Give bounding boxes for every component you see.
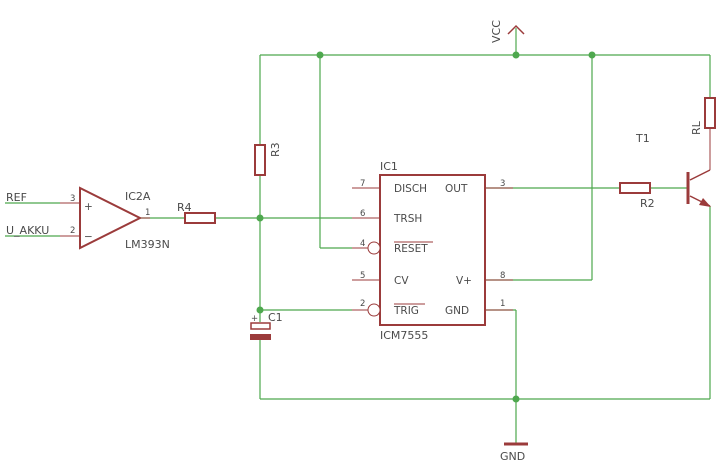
pin-reset-num: 4 (360, 239, 365, 249)
opamp-triangle (79, 186, 143, 250)
c1-label: C1 (268, 311, 283, 324)
c1-plus-sign: + (251, 314, 258, 324)
opamp-value: LM393N (125, 238, 170, 251)
junction-gnd-rail (512, 395, 520, 403)
wires (5, 28, 711, 443)
r4-label: R4 (177, 201, 192, 214)
gnd-symbol: GND (500, 442, 528, 463)
junction-trig-node (256, 306, 264, 314)
resistor-r4: R4 (177, 201, 216, 224)
net-u-akku: U_AKKU (6, 224, 49, 237)
opamp-pin-out: 1 (145, 208, 150, 218)
pin-disch-name: DISCH (394, 183, 427, 195)
pin-gnd-name: GND (445, 305, 469, 317)
opamp-pin-plus: 3 (70, 194, 75, 204)
resistor-r3: R3 (254, 142, 282, 176)
r2-label: R2 (640, 197, 655, 210)
opamp-minus-sign: − (84, 231, 93, 243)
pin-trig-num: 2 (360, 299, 365, 309)
pin-disch-num: 7 (360, 179, 365, 189)
resistor-rl: RL (690, 97, 716, 170)
t1-label: T1 (635, 132, 650, 145)
pin-trig-name: TRIG (393, 305, 419, 317)
vcc-label: VCC (490, 20, 503, 43)
rl-label: RL (690, 120, 703, 135)
junction-rail-vplus (588, 51, 596, 59)
r3-label: R3 (269, 142, 282, 157)
capacitor-c1: + C1 (250, 311, 283, 340)
pin-gnd-num: 1 (500, 299, 505, 309)
pin-trsh-num: 6 (360, 209, 365, 219)
vcc-symbol: VCC (490, 20, 525, 43)
opamp-lm393n: + − 3 2 1 IC2A LM393N (60, 186, 170, 251)
pin-reset-name: RESET (394, 243, 428, 255)
timer-ref: IC1 (380, 160, 398, 173)
gnd-label: GND (500, 450, 525, 463)
pin-cv-num: 5 (360, 271, 365, 281)
junction-rail-vcc (512, 51, 520, 59)
timer-value: ICM7555 (380, 329, 428, 342)
transistor-t1: T1 (635, 132, 711, 207)
pin-trsh-name: TRSH (393, 213, 422, 225)
resistor-r2: R2 (619, 182, 655, 210)
net-ref: REF (6, 191, 27, 204)
opamp-plus-sign: + (84, 201, 93, 213)
junction-trsh-node (256, 214, 264, 222)
pin-vplus-num: 8 (500, 271, 505, 281)
pin-vplus-name: V+ (456, 275, 472, 287)
pin-out-name: OUT (445, 183, 468, 195)
opamp-pin-minus: 2 (70, 226, 75, 236)
opamp-ref: IC2A (125, 190, 151, 203)
junction-rail-reset (316, 51, 324, 59)
timer-icm7555: IC1 ICM7555 7 DISCH 6 TRSH 4 RESET 5 CV … (352, 160, 513, 342)
pin-cv-name: CV (394, 275, 409, 287)
pin-out-num: 3 (500, 179, 505, 189)
